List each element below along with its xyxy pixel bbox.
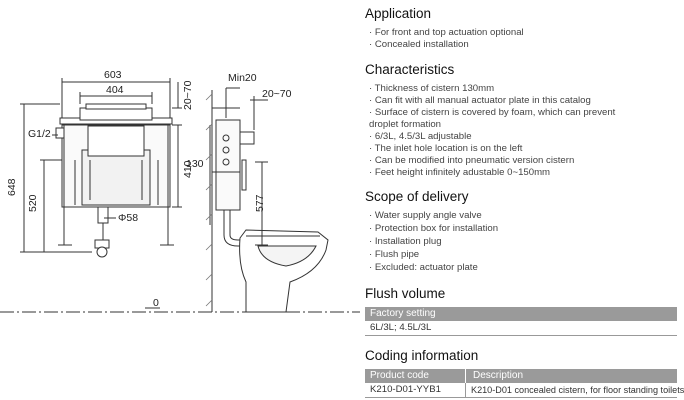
scope-item: · Excluded: actuator plate [369,262,478,273]
flush-table-header: Factory setting [365,307,677,321]
scope-item: · Flush pipe [369,249,420,260]
scope-item: · Water supply angle valve [369,210,482,221]
coding-col-description: Description [473,370,524,381]
characteristics-title: Characteristics [365,62,455,77]
flush-title: Flush volume [365,286,446,301]
flush-table-row: 6L/3L; 4.5L/3L [365,321,677,336]
dim-depth-130: 130 [186,158,204,170]
coding-description: K210-D01 concealed cistern, for floor st… [471,385,684,395]
characteristics-item: · 6/3L, 4.5/3L adjustable [369,131,472,142]
characteristics-item: · Feet height infinitely adustable 0~150… [369,167,551,178]
dim-height-648: 648 [6,178,18,196]
header-divider [465,369,466,383]
coding-table-header: Product code Description [365,369,677,383]
dim-diameter-58: Φ58 [118,212,139,224]
technical-drawing: 603 404 20~70 G1/2 648 520 410 Φ58 Min20… [0,69,360,313]
dim-min20: Min20 [228,72,257,84]
cistern-diagram [0,78,360,313]
dim-width-404: 404 [106,84,124,96]
dim-height-577: 577 [254,194,266,212]
dim-range-20-70-front: 20~70 [182,80,194,111]
application-item: · For front and top actuation optional [369,27,524,38]
scope-title: Scope of delivery [365,189,469,204]
coding-col-product-code: Product code [370,370,429,381]
scope-item: · Installation plug [369,236,442,247]
characteristics-item: droplet formation [369,119,441,130]
coding-product-code: K210-D01-YYB1 [370,384,441,395]
characteristics-item: · Surface of cistern is covered by foam,… [369,107,616,118]
application-item: · Concealed installation [369,39,469,50]
coding-title: Coding information [365,348,479,363]
spec-panel: Application · For front and top actuatio… [365,0,684,400]
characteristics-item: · The inlet hole location is on the left [369,143,523,154]
scope-item: · Protection box for installation [369,223,499,234]
characteristics-item: · Can be modified into pneumatic version… [369,155,575,166]
coding-table-row: K210-D01-YYB1 K210-D01 concealed cistern… [365,383,684,398]
dim-height-520: 520 [27,194,39,212]
row-divider [465,383,466,397]
characteristics-item: · Can fit with all manual actuator plate… [369,95,591,106]
application-title: Application [365,6,432,21]
characteristics-item: · Thickness of cistern 130mm [369,83,495,94]
dim-width-603: 603 [104,69,122,81]
flush-value: 6L/3L; 4.5L/3L [370,322,432,333]
dim-floor-zero: 0 [153,297,159,309]
flush-header-label: Factory setting [370,308,436,319]
dim-inlet-g12: G1/2 [28,128,51,140]
dim-range-20-70-side: 20~70 [262,88,292,100]
